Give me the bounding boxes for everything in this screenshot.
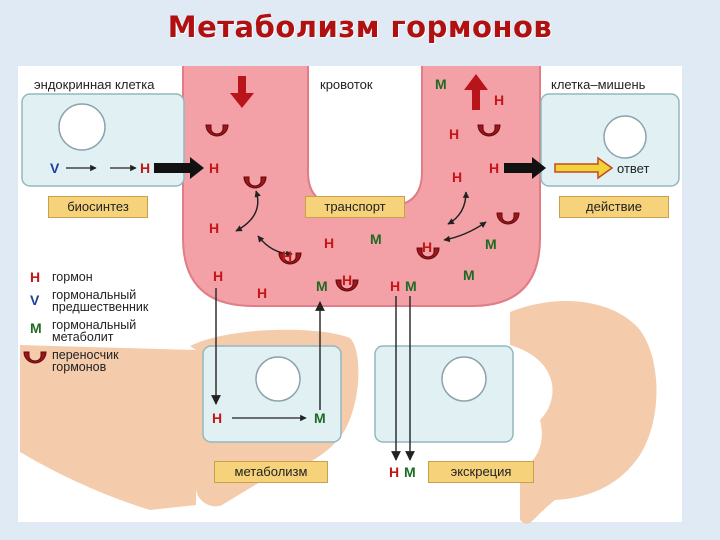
hormone-carrier-icon — [477, 124, 501, 137]
hormone-carrier-icon — [335, 279, 359, 292]
hormone-symbol: Н — [390, 278, 401, 294]
hormone-carrier-icon — [416, 247, 440, 260]
hormone-symbol: Н — [213, 268, 224, 284]
bloodstream-vessel — [183, 66, 540, 306]
response-arrow-icon — [554, 156, 614, 180]
legend-precursor-symbol: V — [30, 292, 40, 308]
hormone-symbol: Н — [422, 239, 433, 255]
hormone-carrier-icon — [496, 212, 520, 225]
precursor-symbol: V — [50, 160, 60, 176]
kidney-shape — [510, 300, 657, 524]
endocrine-cell-label: эндокринная клетка — [34, 77, 155, 92]
hormone-carrier-icon — [205, 124, 229, 137]
hormone-symbol: Н — [489, 160, 500, 176]
metabolite-symbol: М — [463, 267, 475, 283]
hormone-symbol: Н — [282, 248, 293, 264]
legend-hormone-symbol: Н — [30, 269, 41, 285]
hormone-symbol: Н — [324, 235, 335, 251]
hormone-symbol: Н — [452, 169, 463, 185]
action-tag: действие — [559, 196, 669, 218]
hormone-symbol: Н — [209, 160, 220, 176]
legend-metabolite-symbol: М — [30, 320, 42, 336]
liver-shape-left — [20, 345, 196, 510]
bloodstream-label: кровоток — [320, 77, 373, 92]
hormone-symbol: Н — [494, 92, 505, 108]
hormone-symbol: Н — [257, 285, 268, 301]
metabolite-symbol: М — [405, 278, 417, 294]
metabolite-symbol: М — [435, 76, 447, 92]
biosynthesis-tag: биосинтез — [48, 196, 148, 218]
metabolite-symbol: М — [316, 278, 328, 294]
legend-hormone-label: гормон — [52, 270, 93, 284]
down-arrow-icon — [230, 93, 254, 108]
kidney-cell-nucleus — [441, 356, 487, 402]
hormone-carrier-icon — [278, 252, 302, 265]
legend-metabolite-label: гормональный метаболит — [52, 318, 137, 344]
hormone-symbol: Н — [140, 160, 151, 176]
hormone-carrier-icon — [243, 176, 267, 189]
up-arrow-icon — [464, 74, 488, 90]
response-label: ответ — [617, 161, 650, 176]
hormone-symbol: Н — [342, 272, 353, 288]
metabolism-tag: метаболизм — [214, 461, 328, 483]
endocrine-cell-nucleus — [58, 103, 106, 151]
hormone-carrier-icon — [23, 351, 47, 364]
excreted-hormone-symbol: Н — [389, 464, 400, 480]
legend-precursor-label: гормональный предшественник — [52, 288, 149, 314]
excreted-metabolite-symbol: М — [404, 464, 416, 480]
hormone-symbol: Н — [212, 410, 223, 426]
legend-carrier-label: переносчик гормонов — [52, 348, 119, 374]
page-title: Метаболизм гормонов — [167, 10, 553, 44]
target-cell-nucleus — [603, 115, 647, 159]
liver-cell-nucleus — [255, 356, 301, 402]
hormone-symbol: Н — [209, 220, 220, 236]
metabolite-symbol: М — [370, 231, 382, 247]
metabolite-symbol: М — [314, 410, 326, 426]
transport-tag: транспорт — [305, 196, 405, 218]
metabolite-symbol: М — [485, 236, 497, 252]
hormone-symbol: Н — [449, 126, 460, 142]
excretion-tag: экскреция — [428, 461, 534, 483]
target-cell-label: клетка–мишень — [551, 77, 646, 92]
